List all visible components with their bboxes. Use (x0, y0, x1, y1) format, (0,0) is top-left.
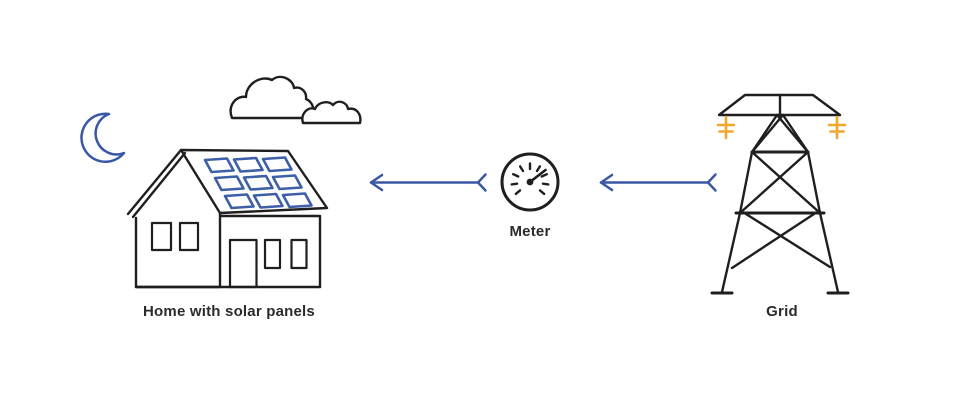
insulator-icon (827, 115, 847, 140)
moon-icon (80, 112, 126, 163)
clouds-icon (229, 75, 362, 125)
insulator-icon (716, 115, 736, 140)
home-label: Home with solar panels (143, 303, 315, 320)
arrow-grid-to-meter (599, 173, 717, 192)
arrow-meter-to-home (369, 173, 487, 192)
transmission-tower-icon (710, 93, 850, 295)
meter-label: Meter (509, 223, 551, 240)
gauge-meter-icon (500, 152, 560, 212)
house-with-solar-panels-icon (126, 148, 329, 289)
grid-label: Grid (766, 303, 798, 320)
